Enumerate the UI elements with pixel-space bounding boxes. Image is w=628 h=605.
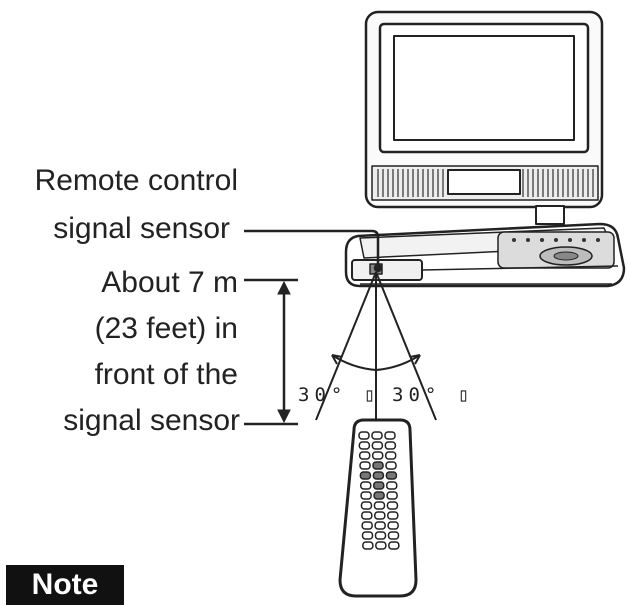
remote-button <box>372 461 384 470</box>
signal-beams <box>315 271 437 421</box>
angle-arrowhead-right <box>409 354 421 365</box>
remote-button <box>386 491 398 500</box>
remote-button <box>360 481 372 490</box>
sensor-label-line2: signal sensor <box>53 212 230 245</box>
angle-arc-left <box>331 354 377 371</box>
remote-button <box>360 491 372 500</box>
distance-arrow-top <box>277 280 291 295</box>
remote-button <box>386 501 399 510</box>
portable-dvd-player-icon <box>344 10 626 288</box>
remote-button <box>371 451 384 460</box>
note-heading: Note <box>6 565 124 605</box>
remote-button <box>372 471 385 480</box>
remote-button <box>384 451 397 460</box>
left-beam-line <box>315 271 377 421</box>
player-front-panel <box>351 259 423 281</box>
remote-button <box>373 491 385 500</box>
speaker-grille <box>371 165 599 201</box>
remote-button <box>362 541 374 550</box>
remote-button <box>386 481 398 490</box>
sensor-label-line1: Remote control <box>34 164 238 197</box>
remote-button <box>361 521 373 530</box>
distance-label-line1: About 7 m <box>101 266 238 299</box>
remote-button <box>385 461 397 470</box>
sensor-leader-line <box>244 229 383 273</box>
angle-label-right: 30° ▯ <box>392 384 475 406</box>
remote-button <box>387 531 400 540</box>
remote-button <box>358 451 371 460</box>
remote-button <box>358 431 370 440</box>
remote-button <box>359 471 372 480</box>
remote-button <box>373 481 385 490</box>
remote-button <box>361 531 374 540</box>
remote-button <box>387 521 399 530</box>
distance-label-line3: front of the <box>94 358 238 391</box>
remote-button-grid <box>358 431 400 550</box>
remote-button <box>384 441 397 450</box>
remote-button <box>387 511 399 520</box>
right-beam-line <box>375 271 437 421</box>
remote-button <box>360 501 373 510</box>
distance-label-line2: (23 feet) in <box>94 312 238 345</box>
remote-button <box>384 431 396 440</box>
distance-dimension <box>244 278 298 426</box>
remote-control-icon <box>338 418 418 598</box>
remote-button <box>358 441 371 450</box>
remote-button <box>373 501 386 510</box>
remote-button <box>371 441 384 450</box>
angle-label-left: 30° ▯ <box>298 384 381 406</box>
remote-button <box>374 531 387 540</box>
remote-button <box>374 511 386 520</box>
remote-button <box>371 431 383 440</box>
display-panel <box>447 169 521 195</box>
remote-button <box>388 541 400 550</box>
hinge-button <box>535 205 565 225</box>
player-control-dots <box>512 238 600 242</box>
distance-label-line4: signal sensor <box>63 404 240 437</box>
angle-arc-right <box>375 354 421 371</box>
remote-button <box>359 461 371 470</box>
player-screen <box>393 35 575 141</box>
remote-button <box>374 521 386 530</box>
remote-button <box>375 541 387 550</box>
distance-arrow-bottom <box>277 409 291 424</box>
remote-button <box>385 471 398 480</box>
remote-button <box>361 511 373 520</box>
angle-arrowhead-left <box>331 354 343 365</box>
